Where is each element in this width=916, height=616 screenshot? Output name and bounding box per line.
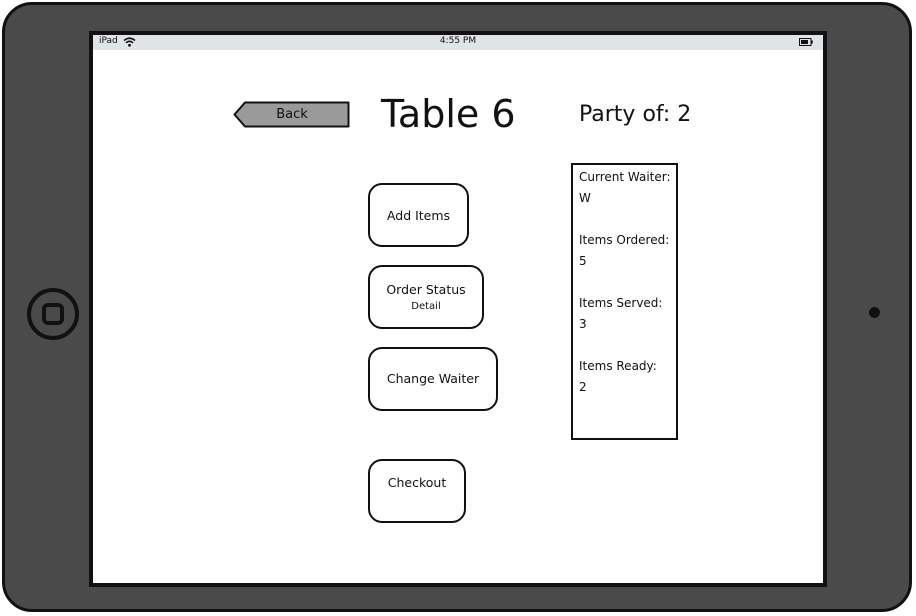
items-served-value: 3 xyxy=(579,317,587,331)
battery-icon xyxy=(799,38,813,46)
current-waiter-value: W xyxy=(579,191,591,205)
home-button[interactable] xyxy=(27,288,79,340)
order-status-sublabel: Detail xyxy=(411,301,441,312)
party-size-label: Party of: 2 xyxy=(579,102,692,127)
checkout-label: Checkout xyxy=(387,475,447,490)
home-button-icon xyxy=(42,303,64,325)
screen: iPad 4:55 PM Back Table 6 Party of: 2 Ad… xyxy=(89,31,827,587)
status-time: 4:55 PM xyxy=(439,36,477,46)
items-ready-value: 2 xyxy=(579,380,587,394)
back-button-label: Back xyxy=(276,107,308,122)
current-waiter-label: Current Waiter: xyxy=(579,170,671,184)
table-info-panel: Current Waiter: W Items Ordered: 5 Items… xyxy=(571,163,678,440)
page-title: Table 6 xyxy=(381,92,516,136)
add-items-label: Add Items xyxy=(386,208,451,223)
items-ordered-value: 5 xyxy=(579,254,587,268)
items-ordered-label: Items Ordered: xyxy=(579,233,670,247)
checkout-button[interactable]: Checkout xyxy=(368,459,466,523)
items-served-label: Items Served: xyxy=(579,296,663,310)
change-waiter-label: Change Waiter xyxy=(386,371,480,386)
items-ready-label: Items Ready: xyxy=(579,359,657,373)
status-bar: iPad 4:55 PM xyxy=(93,35,823,50)
wifi-icon xyxy=(123,37,136,47)
change-waiter-button[interactable]: Change Waiter xyxy=(368,347,498,411)
back-button[interactable]: Back xyxy=(233,101,350,128)
order-status-label: Order Status xyxy=(386,282,466,297)
camera-icon xyxy=(869,307,880,318)
order-status-button[interactable]: Order Status Detail xyxy=(368,265,484,329)
add-items-button[interactable]: Add Items xyxy=(368,183,469,247)
status-device-name: iPad xyxy=(99,36,118,46)
